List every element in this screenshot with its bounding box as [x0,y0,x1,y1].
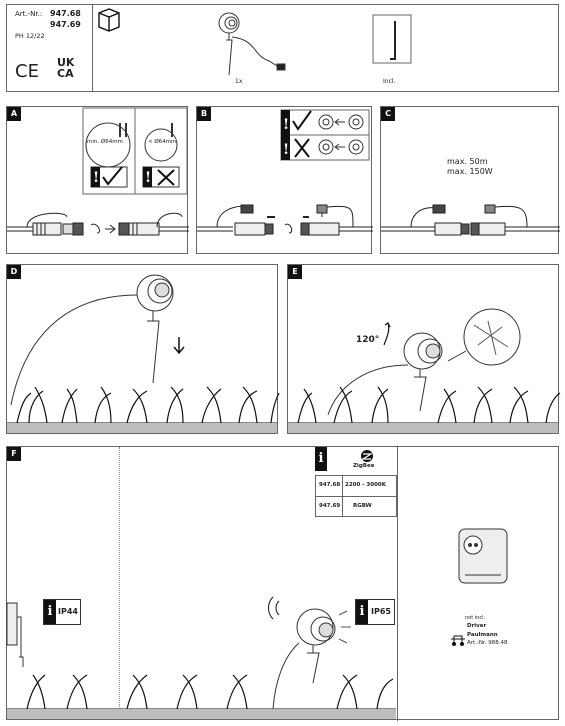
spotlight-illustration [327,332,443,416]
paulmann-logo-icon [451,635,465,646]
arrow-down-icon [173,337,185,355]
ip44-label: IP44 [58,607,78,616]
spec-value-2: RGBW [353,503,372,509]
spotlight-illustration [272,608,351,710]
ip65-label: IP65 [371,607,391,616]
tool-label: Incl. [383,78,396,85]
ip65-badge: i IP65 [355,599,395,625]
max-power-label: max. 150W [447,167,493,176]
rotate-arrow-icon [383,322,391,346]
max-diameter-circle [144,128,178,162]
panel-a-tag: A [7,107,21,121]
panel-d-tag: D [7,265,21,279]
svg-text:!: ! [145,170,151,186]
panel-e-tag: E [288,265,302,279]
check-icon [102,166,123,186]
art-number-1: 947.68 [50,9,81,18]
ukca-mark-top: UK [57,56,75,69]
grass-illustration [297,386,561,424]
driver-title: Driver [467,623,487,629]
package-icon [98,8,120,32]
max-diameter-label: < Ø64mm [148,139,177,145]
hex-key-icon [390,21,396,60]
panel-b-tag: B [197,107,211,121]
spec-art-1: 947.68 [319,482,341,488]
zigbee-info: i ZigBee [315,447,397,475]
spec-art-2: 947.69 [319,503,341,509]
panel-c: C max. 50m max. 150W [380,106,560,254]
ground-strip [7,708,396,719]
svg-text:!: ! [93,170,99,186]
ukca-mark-bottom: CA [57,67,74,80]
spotlight-illustration [10,274,174,406]
panel-c-tag: C [381,107,395,121]
driver-art-number: Art.-Nr. 988.48 [467,640,508,646]
product-qty: 1x [235,78,243,85]
tool-frame [372,14,412,64]
ground-strip [7,422,277,433]
svg-text:!: ! [283,142,289,158]
driver-illustration [458,528,508,584]
panel-a: A ! ! min. Ø64mm < [6,106,189,254]
panel-f-tag: F [7,447,21,461]
ip44-badge: i IP44 [43,599,81,625]
grass-illustration [16,386,280,424]
panel-b: B ! ! [196,106,373,254]
ground-strip [288,422,558,433]
spec-value-1: 2200 - 3000K [345,482,386,488]
art-label: Art.-Nr.: [15,10,43,18]
wireless-signal-icon [268,596,280,620]
panel-e: E 120° [287,264,561,434]
angle-label: 120° [356,335,380,345]
svg-text:!: ! [283,117,289,133]
driver-note: not incl. [465,615,486,621]
spec-table: 947.68 2200 - 3000K 947.69 RGBW [315,475,397,517]
zigbee-label: ZigBee [353,463,375,469]
panel-d: D [6,264,280,434]
header-panel: Art.-Nr.: 947.68 947.69 PH 12/22 CE UK C… [6,4,559,92]
brand-label: Paulmann [467,632,498,638]
max-length-label: max. 50m [447,157,488,166]
ph-code: PH 12/22 [15,32,45,40]
product-illustration [218,12,286,76]
cross-icon [157,169,175,186]
art-number-2: 947.69 [50,20,81,29]
cross-icon [294,138,310,158]
min-diameter-circle [85,122,131,168]
check-icon [292,110,312,131]
outdoor-socket-illustration [6,602,24,667]
ce-mark: CE [15,61,39,82]
min-diameter-label: min. Ø64mm [87,139,123,145]
grass-illustration [26,674,394,710]
panel-f: F i ZigBee 947.68 2200 - 3000K 947.69 RG… [6,446,559,721]
